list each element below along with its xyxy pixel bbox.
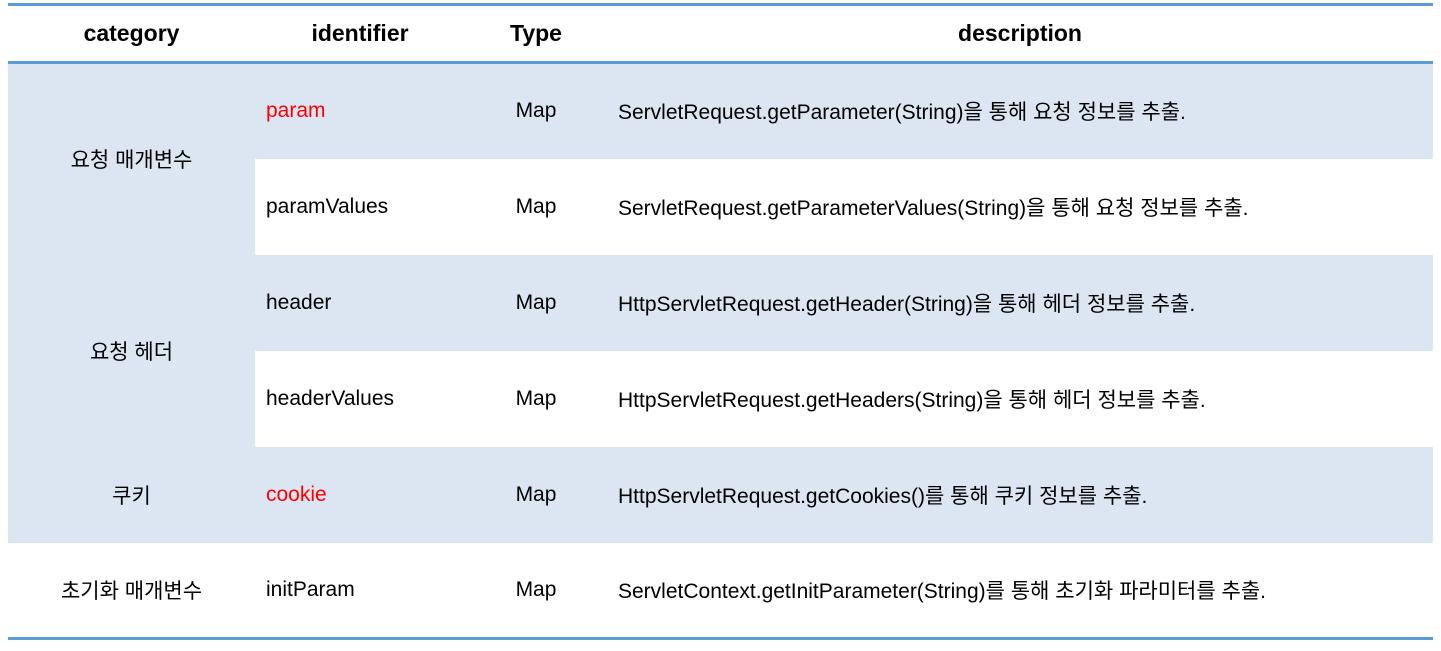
table-row-cookie: 쿠키 cookie Map HttpServletRequest.getCook… bbox=[8, 446, 1433, 543]
implicit-objects-table: category identifier Type description 요청 … bbox=[8, 3, 1433, 640]
description-cell: ServletContext.getInitParameter(String)를… bbox=[618, 579, 1266, 603]
identifier-cell: header bbox=[266, 290, 332, 314]
column-header-category: category bbox=[8, 4, 255, 63]
type-cell: Map bbox=[515, 99, 557, 123]
category-cell-request-params: 요청 매개변수 bbox=[8, 62, 255, 255]
description-cell: HttpServletRequest.getHeaders(String)을 통… bbox=[618, 388, 1206, 412]
table-row-initparam: 초기화 매개변수 initParam Map ServletContext.ge… bbox=[8, 542, 1433, 639]
table-header: category identifier Type description bbox=[8, 4, 1433, 63]
description-cell: HttpServletRequest.getCookies()를 통해 쿠키 정… bbox=[618, 484, 1148, 508]
column-header-type: Type bbox=[465, 4, 607, 63]
identifier-cell: param bbox=[266, 99, 326, 123]
header-row: category identifier Type description bbox=[8, 4, 1433, 63]
identifier-cell: initParam bbox=[266, 577, 355, 601]
type-cell: Map bbox=[515, 194, 557, 218]
type-cell: Map bbox=[515, 482, 557, 506]
description-cell: HttpServletRequest.getHeader(String)을 통해… bbox=[618, 292, 1196, 316]
identifier-cell: cookie bbox=[266, 482, 327, 506]
table-row-header: 요청 헤더 header Map HttpServletRequest.getH… bbox=[8, 254, 1433, 447]
description-cell: ServletRequest.getParameterValues(String… bbox=[618, 196, 1249, 220]
category-cell-init-params: 초기화 매개변수 bbox=[8, 542, 255, 639]
type-cell: Map bbox=[515, 386, 557, 410]
identifier-cell: headerValues bbox=[266, 386, 395, 410]
table-row-param: 요청 매개변수 param Map ServletRequest.getPara… bbox=[8, 62, 1433, 255]
category-cell-cookie: 쿠키 bbox=[8, 446, 255, 543]
description-cell: ServletRequest.getParameter(String)을 통해 … bbox=[618, 101, 1186, 125]
type-cell: Map bbox=[515, 290, 557, 314]
type-cell: Map bbox=[515, 577, 557, 601]
column-header-identifier: identifier bbox=[255, 4, 465, 63]
column-header-description: description bbox=[607, 4, 1433, 63]
identifier-cell: paramValues bbox=[266, 194, 389, 218]
category-cell-request-headers: 요청 헤더 bbox=[8, 254, 255, 447]
